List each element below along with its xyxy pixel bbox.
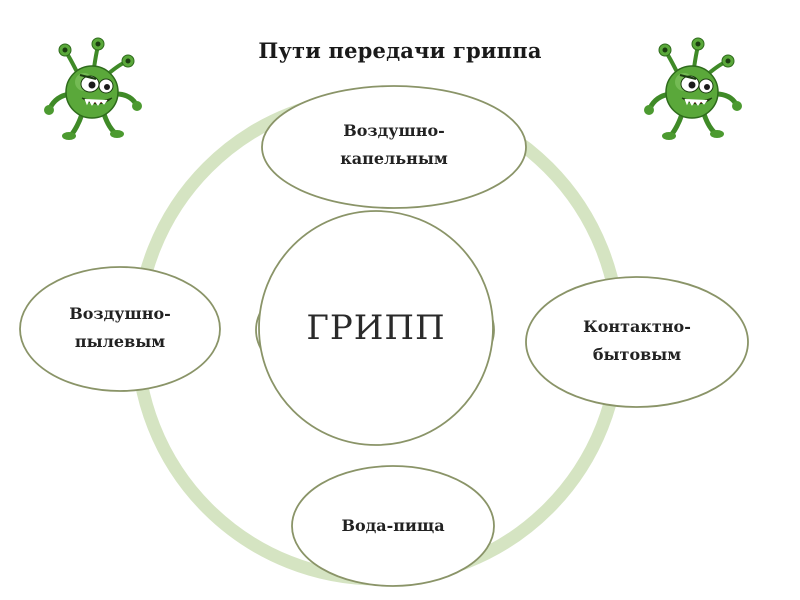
node-label-right: Контактно- бытовым: [537, 313, 737, 369]
node-ellipse-left: [19, 266, 221, 392]
node-ellipse-top: [261, 85, 527, 209]
center-label: ГРИПП: [306, 308, 446, 348]
node-label-left: Воздушно- пылевым: [20, 300, 220, 356]
node-label-bottom: Вода-пища: [293, 512, 493, 540]
node-top-line-1: Воздушно-: [343, 121, 445, 140]
node-top-line-2: капельным: [340, 149, 448, 168]
node-ellipse-right: [525, 276, 749, 408]
node-left-line-2: пылевым: [74, 332, 166, 351]
node-bottom-line-1: Вода-пища: [341, 516, 445, 535]
node-ellipse-bottom: [291, 465, 495, 587]
node-label-top: Воздушно- капельным: [294, 117, 494, 173]
node-right-line-2: бытовым: [592, 345, 682, 364]
center-circle: [258, 210, 494, 446]
node-left-line-1: Воздушно-: [69, 304, 171, 323]
node-right-line-1: Контактно-: [583, 317, 691, 336]
page-title: Пути передачи гриппа: [258, 38, 542, 63]
